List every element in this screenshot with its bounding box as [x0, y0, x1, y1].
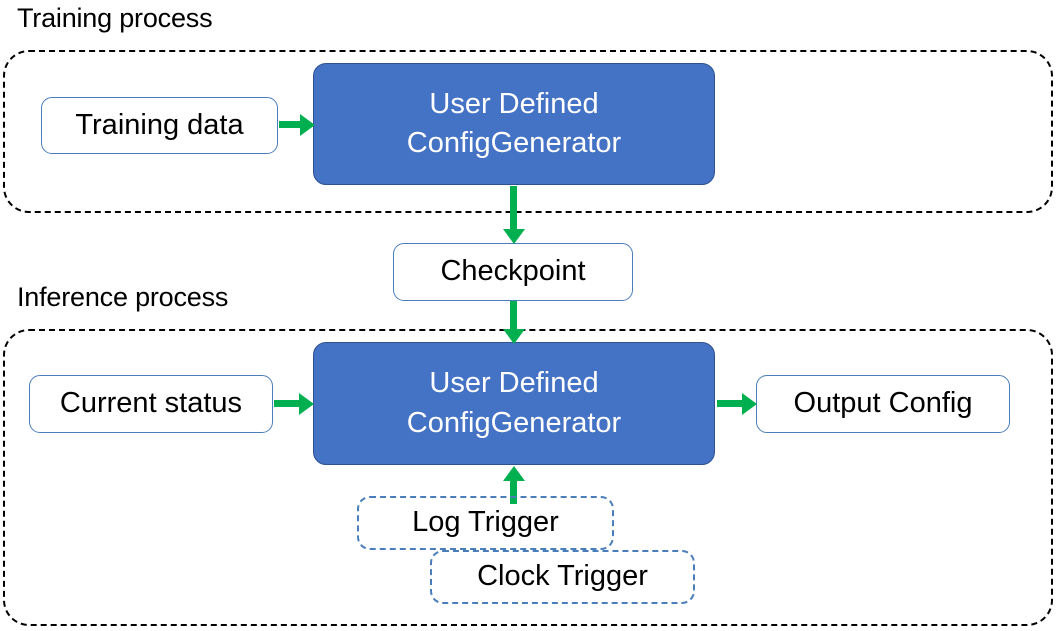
node-config-generator-training[interactable]: User Defined ConfigGenerator [313, 63, 715, 185]
arrow-shaft [510, 480, 517, 504]
node-log-trigger[interactable]: Log Trigger [357, 496, 614, 550]
arrow-current-status-to-config-generator [274, 393, 314, 415]
training-process-container [3, 50, 1053, 213]
arrow-head-icon [503, 329, 525, 344]
node-config-generator-training-line1: User Defined [429, 87, 599, 120]
arrow-config-generator-to-checkpoint [503, 186, 525, 244]
training-process-title: Training process [17, 3, 213, 33]
node-checkpoint[interactable]: Checkpoint [393, 243, 633, 301]
arrow-head-icon [503, 229, 525, 244]
arrow-head-icon [503, 466, 525, 481]
node-config-generator-inference-line1: User Defined [429, 367, 599, 400]
arrow-shaft [510, 301, 517, 331]
arrow-shaft [717, 400, 743, 407]
arrow-config-generator-to-output-config [717, 393, 757, 415]
node-training-data[interactable]: Training data [41, 97, 278, 154]
arrow-shaft [279, 121, 301, 128]
arrow-head-icon [742, 393, 757, 415]
arrow-training-data-to-config-generator [279, 114, 315, 136]
node-config-generator-inference-line2: ConfigGenerator [406, 406, 622, 439]
node-clock-trigger[interactable]: Clock Trigger [430, 550, 695, 604]
node-output-config[interactable]: Output Config [756, 375, 1010, 433]
arrow-shaft [274, 400, 300, 407]
arrow-head-icon [299, 393, 314, 415]
arrow-checkpoint-to-config-generator [503, 301, 525, 344]
node-config-generator-training-line2: ConfigGenerator [406, 127, 622, 159]
inference-process-title: Inference process [17, 282, 229, 312]
node-current-status[interactable]: Current status [29, 375, 273, 433]
inference-process-container [3, 329, 1053, 626]
node-config-generator-inference[interactable]: User Defined ConfigGenerator [313, 342, 715, 465]
arrow-head-icon [300, 114, 315, 136]
arrow-shaft [510, 186, 517, 231]
arrow-triggers-to-config-generator [503, 466, 525, 504]
